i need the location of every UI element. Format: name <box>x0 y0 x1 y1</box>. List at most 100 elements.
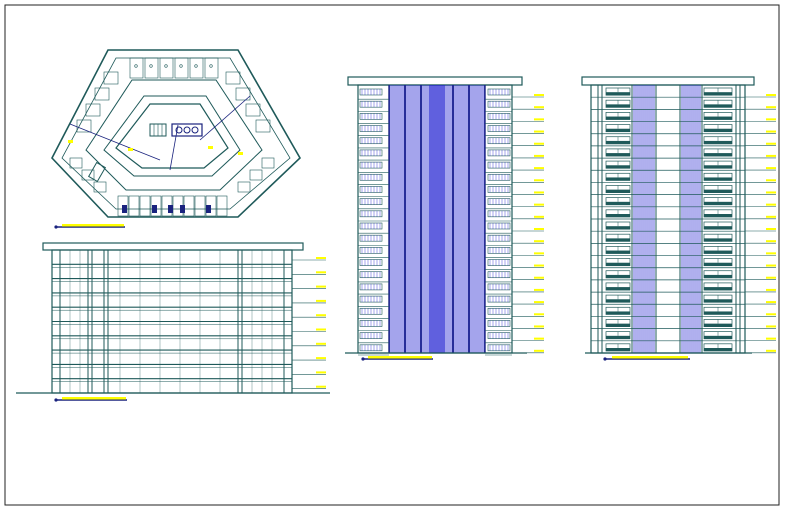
elev-a-title-marker <box>54 398 58 402</box>
elev-c-level-tag <box>766 142 776 145</box>
elev-c-level-tag <box>766 349 776 352</box>
elev-c-balcony-rail <box>704 250 732 254</box>
plan-parked-car <box>168 205 173 213</box>
elev-c-level-tag <box>766 215 776 218</box>
plan-parking-bay <box>216 195 228 217</box>
elev-c-balcony-rail <box>704 348 732 351</box>
elev-c-balcony-rail <box>606 189 630 193</box>
elev-b-level-tag <box>534 288 544 291</box>
elev-c-level-tag <box>766 276 776 279</box>
elev-c-balcony-rail <box>606 250 630 254</box>
elev-c-balcony-rail <box>606 116 630 120</box>
elev-c-level-tag <box>766 301 776 304</box>
elev-c-balcony-rail <box>606 214 630 217</box>
elev-c-balcony-rail <box>606 262 630 266</box>
elev-a-level-markers <box>292 257 326 390</box>
plan-room <box>159 57 174 79</box>
elev-b-level-tag <box>534 349 544 352</box>
elev-c-level-tag <box>766 191 776 194</box>
elev-c-balcony-rail <box>606 92 630 96</box>
plan-parked-car <box>152 205 157 213</box>
elev-c-balcony-rail <box>606 153 630 157</box>
elev-c-title-marker <box>603 357 607 361</box>
plan-room <box>245 103 261 117</box>
elev-b-level-tag <box>534 167 544 170</box>
elev-b-level-tag <box>534 325 544 328</box>
plan-fixture <box>179 64 183 68</box>
elev-c-balcony-rail <box>606 335 630 339</box>
plan-core <box>115 103 229 169</box>
elev-c-balcony-rail <box>704 214 732 217</box>
floor-plan <box>51 49 302 229</box>
plan-parking-bay <box>194 195 206 217</box>
elev-c-balcony-rail <box>704 238 732 242</box>
elev-c-level-tag <box>766 203 776 206</box>
elev-b-side-wings <box>358 88 512 356</box>
elev-c-facade <box>591 85 745 354</box>
elev-c-balcony-rail <box>704 201 732 205</box>
elev-b-level-tag <box>534 313 544 316</box>
elev-a-level-tag <box>316 342 326 345</box>
elev-b-level-tag <box>534 106 544 109</box>
elev-c-level-tag <box>766 106 776 109</box>
elev-a-facade-grid <box>52 250 292 393</box>
elev-b-level-tag <box>534 301 544 304</box>
elev-b-level-tag <box>534 94 544 96</box>
elev-c-balcony-rail <box>704 311 732 315</box>
elev-a-roof-slab <box>42 242 304 251</box>
elev-c-level-tag <box>766 325 776 328</box>
elev-c-balcony-rail <box>704 116 732 120</box>
plan-title-marker <box>54 225 58 229</box>
elev-c-balcony-rail <box>606 348 630 351</box>
elev-a-level-tag <box>316 299 326 302</box>
elev-a-title-highlight <box>62 397 126 400</box>
plan-room <box>235 87 251 101</box>
plan-room <box>69 157 83 169</box>
elev-c-balcony-rail <box>704 226 732 230</box>
elev-b-level-tag <box>534 337 544 340</box>
elev-c-balcony-rail <box>704 140 732 144</box>
plan-inner-wall <box>61 57 291 210</box>
elev-c-level-markers <box>745 94 776 354</box>
plan-room <box>189 57 204 79</box>
elev-b-level-tag <box>534 276 544 279</box>
plan-parking-bay <box>139 195 151 217</box>
elev-b-level-tag <box>534 118 544 121</box>
plan-room <box>237 181 251 193</box>
elev-a-level-tag <box>316 357 326 360</box>
plan-room <box>85 103 101 117</box>
plan-room <box>81 169 95 181</box>
elev-b-level-tag <box>534 240 544 243</box>
elev-b-body <box>357 84 513 354</box>
plan-fixture <box>164 64 168 68</box>
elev-c-level-tag <box>766 154 776 157</box>
elev-c-level-tag <box>766 94 776 96</box>
plan-title-highlight <box>62 224 124 227</box>
plan-parking-bay <box>150 195 162 217</box>
elev-b-level-markers <box>512 94 544 354</box>
plan-parked-car <box>122 205 127 213</box>
plan-axis-1 <box>69 123 161 161</box>
elev-b-roof-slab <box>347 76 523 86</box>
plan-elevator-3 <box>191 126 199 134</box>
plan-fixture <box>149 64 153 68</box>
plan-room <box>261 157 275 169</box>
plan-elevator-core <box>171 123 203 137</box>
plan-room <box>103 71 119 85</box>
elev-a-level-tag <box>316 285 326 288</box>
plan-parked-car <box>180 205 185 213</box>
plan-parking-bay <box>117 195 129 217</box>
plan-yellow-mark-4 <box>238 152 243 155</box>
elev-c-balcony-rail <box>704 104 732 108</box>
elev-c-balcony-rail <box>704 128 732 132</box>
elev-c-balcony-rail <box>704 335 732 339</box>
elev-c-level-tag <box>766 313 776 316</box>
plan-room <box>249 169 263 181</box>
elev-c-balcony-rail <box>704 287 732 291</box>
elev-b-level-tag <box>534 228 544 230</box>
elevation-a <box>16 242 330 402</box>
plan-elevator-1 <box>175 126 183 134</box>
elevation-b <box>345 76 544 361</box>
plan-axis-3 <box>199 95 251 141</box>
